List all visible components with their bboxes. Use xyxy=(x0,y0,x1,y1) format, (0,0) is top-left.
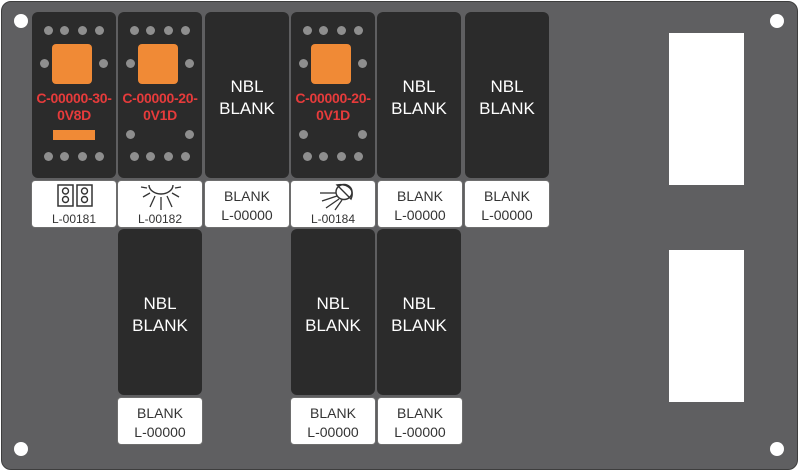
dual-switch-icon xyxy=(57,184,93,207)
indicator-dots-bottom xyxy=(118,130,202,140)
indicator-dots-top xyxy=(32,26,116,36)
legend-label-3: BLANK L-00000 xyxy=(204,180,290,228)
indicator-dots-mid xyxy=(291,59,375,69)
legend-label-9: BLANK L-00000 xyxy=(377,397,463,445)
label-code: L-00000 xyxy=(221,207,273,223)
label-code: L-00182 xyxy=(137,212,183,226)
label-code: L-00000 xyxy=(307,424,359,440)
legend-label-5: BLANK L-00000 xyxy=(377,180,463,228)
label-text: BLANK xyxy=(224,188,270,204)
sun-light-icon xyxy=(140,184,182,210)
panel-cutout-top xyxy=(669,33,744,185)
label-code: L-00000 xyxy=(481,207,533,223)
label-code: L-00000 xyxy=(394,207,446,223)
part-number: C-00000-20-0V1D xyxy=(122,90,198,123)
indicator-dots-bottom xyxy=(291,152,375,162)
label-code: L-00184 xyxy=(310,212,356,226)
mounting-hole-bottom-left xyxy=(14,442,28,456)
label-text: BLANK xyxy=(484,188,530,204)
rocker-switch-2[interactable]: C-00000-20-0V1D xyxy=(118,12,202,178)
legend-label-2: L-00182 xyxy=(117,180,203,228)
indicator-dots-bottom xyxy=(291,130,375,140)
label-code: L-00000 xyxy=(394,424,446,440)
legend-label-1: L-00181 xyxy=(31,180,117,228)
spotlight-icon xyxy=(320,183,353,211)
indicator-dots-top xyxy=(291,26,375,36)
mounting-hole-top-left xyxy=(14,14,28,28)
part-number: C-00000-20-0V1D xyxy=(295,90,371,123)
legend-label-4: L-00184 xyxy=(290,180,376,228)
indicator-dots-mid xyxy=(32,59,116,69)
part-number: C-00000-30-0V8D xyxy=(36,90,112,123)
label-code: L-00000 xyxy=(134,424,186,440)
rocker-switch-1[interactable]: C-00000-30-0V8D xyxy=(32,12,116,178)
legend-label-8: BLANK L-00000 xyxy=(290,397,376,445)
label-text: BLANK xyxy=(397,188,443,204)
mounting-hole-top-right xyxy=(770,14,784,28)
indicator-bar xyxy=(53,130,95,140)
indicator-dots-bottom xyxy=(32,152,116,162)
panel-cutout-bottom xyxy=(669,250,744,402)
rocker-actuator[interactable] xyxy=(52,44,92,84)
label-text: BLANK xyxy=(310,405,356,421)
rocker-actuator[interactable] xyxy=(138,44,178,84)
rocker-switch-3[interactable]: C-00000-20-0V1D xyxy=(291,12,375,178)
indicator-dots-bottom xyxy=(118,152,202,162)
legend-label-6: BLANK L-00000 xyxy=(464,180,550,228)
label-code: L-00181 xyxy=(51,212,97,226)
label-text: BLANK xyxy=(397,405,443,421)
rocker-actuator[interactable] xyxy=(311,44,351,84)
indicator-dots-top xyxy=(118,26,202,36)
label-text: BLANK xyxy=(137,405,183,421)
legend-label-7: BLANK L-00000 xyxy=(117,397,203,445)
mounting-hole-bottom-right xyxy=(770,442,784,456)
indicator-dots-mid xyxy=(118,59,202,69)
